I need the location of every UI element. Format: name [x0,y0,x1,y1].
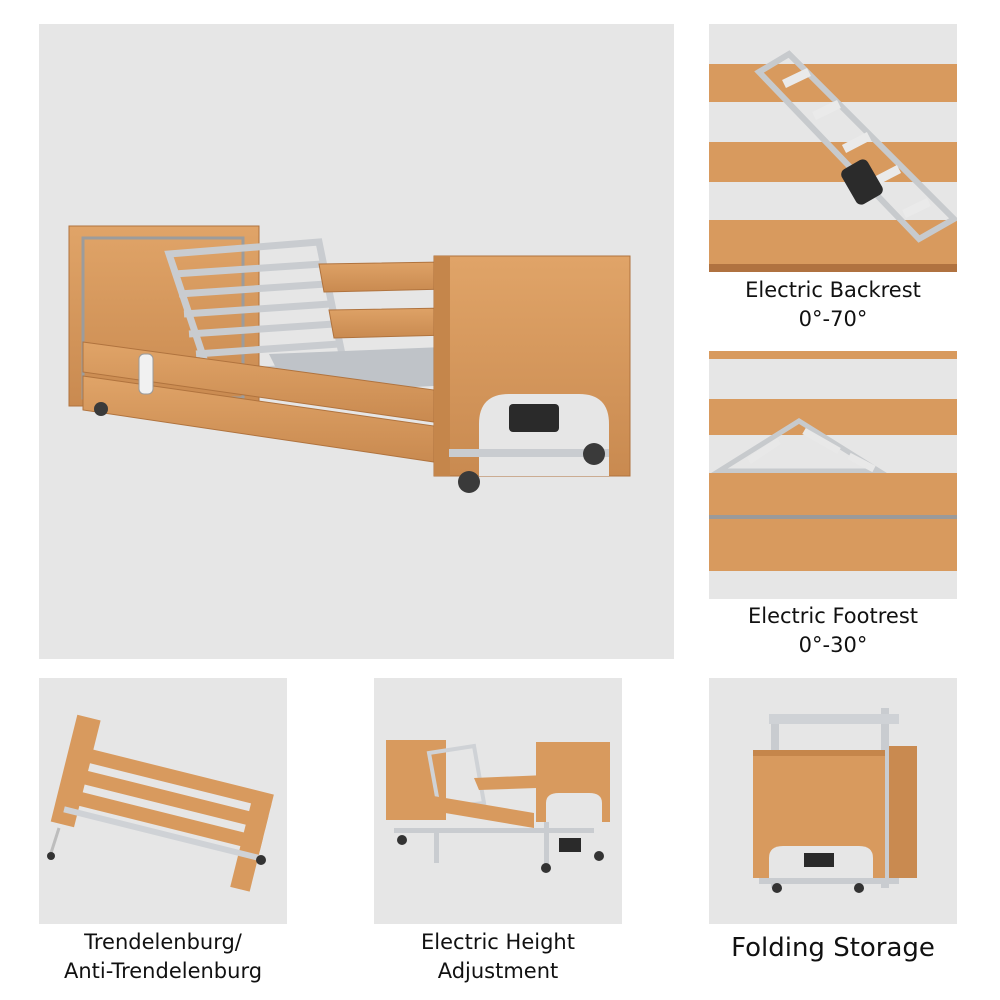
footrest-illustration [709,351,957,571]
backrest-caption: Electric Backrest 0°-70° [709,276,957,334]
folding-storage-photo [709,678,957,924]
height-caption-line2: Adjustment [437,959,559,983]
trendelenburg-photo [39,678,287,924]
height-adjustment-photo [374,678,622,924]
folding-caption-title: Folding Storage [731,933,935,963]
footrest-detail-photo [709,351,957,599]
backrest-caption-angle: 0°-70° [798,307,868,331]
folding-caption: Folding Storage [700,930,966,966]
folding-storage-illustration [753,708,917,893]
footrest-caption-title: Electric Footrest [747,604,919,628]
trendelenburg-caption: Trendelenburg/ Anti-Trendelenburg [10,928,316,986]
trendelenburg-illustration [47,714,274,892]
backrest-caption-title: Electric Backrest [745,278,921,302]
footrest-caption-angle: 0°-30° [798,633,868,657]
backrest-illustration [709,50,957,272]
height-adjustment-illustration [386,740,610,873]
height-caption: Electric Height Adjustment [344,928,652,986]
height-caption-line1: Electric Height [421,930,575,954]
main-bed-photo [39,24,674,659]
trendelenburg-caption-line1: Trendelenburg/ [84,930,242,954]
bed-illustration [68,225,631,493]
trendelenburg-caption-line2: Anti-Trendelenburg [63,959,263,983]
footrest-caption: Electric Footrest 0°-30° [709,602,957,660]
backrest-detail-photo [709,24,957,272]
